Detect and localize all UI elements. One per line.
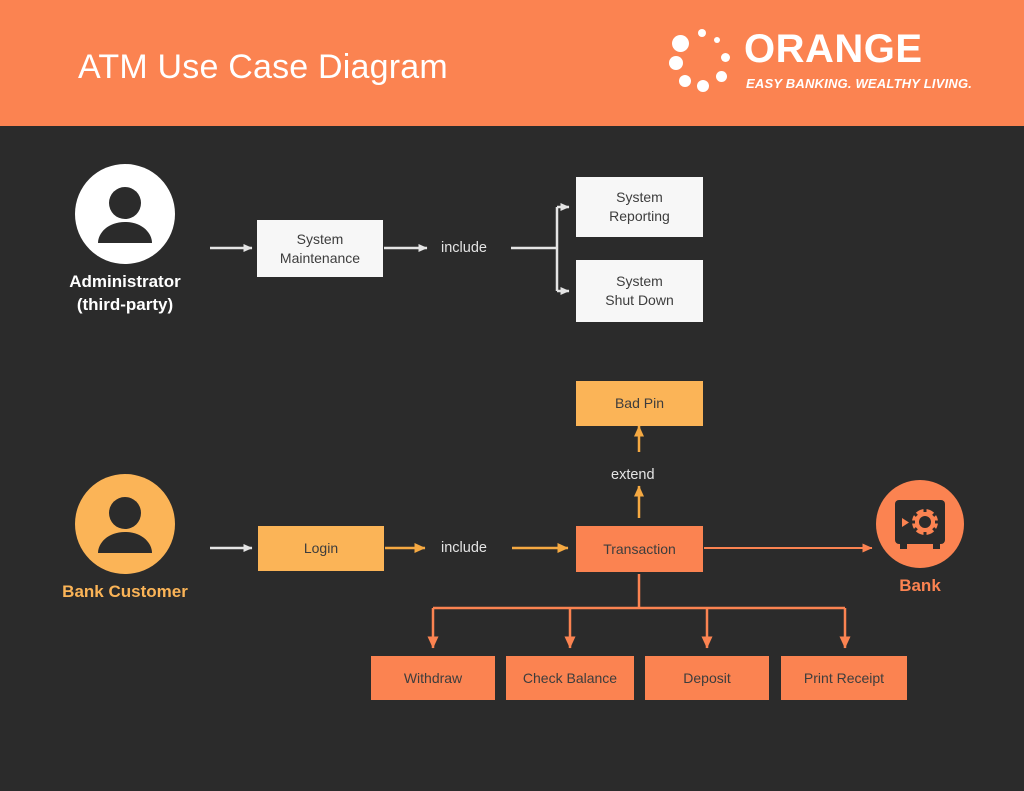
actor-administrator[interactable]: Administrator (third-party): [69, 164, 181, 324]
use-case-deposit-label: Deposit: [683, 669, 731, 686]
use-case-system-reporting-label: System Reporting: [609, 189, 670, 224]
user-icon: [98, 497, 152, 553]
diagram-canvas: Administrator (third-party) System Maint…: [0, 126, 1024, 791]
safe-vault-icon: [895, 500, 945, 549]
actor-bank-label: Bank: [899, 576, 941, 595]
use-case-check-balance-label: Check Balance: [522, 669, 618, 686]
use-case-bad-pin[interactable]: Bad Pin: [576, 381, 703, 426]
use-case-check-balance[interactable]: Check Balance: [506, 656, 634, 700]
administrator-avatar: [75, 164, 175, 264]
bank-avatar: [876, 480, 964, 568]
edge-label-extend: extend: [611, 467, 655, 483]
use-case-login[interactable]: Login: [258, 526, 384, 571]
use-case-print-receipt[interactable]: Print Receipt: [781, 656, 907, 700]
page-header: ATM Use Case Diagram ORANGE EASY BANKING…: [0, 0, 1024, 126]
use-case-system-maintenance-label: System Maintenance: [279, 230, 361, 266]
logo-wordmark: ORANGE: [744, 27, 923, 71]
edge-label-include-customer: include: [441, 540, 487, 556]
user-icon: [98, 187, 152, 243]
use-case-withdraw[interactable]: Withdraw: [371, 656, 495, 700]
diagram-connectors: [210, 203, 873, 649]
use-case-transaction-label: Transaction: [603, 540, 676, 557]
page-title: ATM Use Case Diagram: [78, 48, 448, 86]
use-case-bad-pin-label: Bad Pin: [614, 395, 665, 411]
actor-bank[interactable]: Bank: [876, 480, 964, 610]
brand-logo: ORANGE EASY BANKING. WEALTHY LIVING.: [666, 26, 972, 98]
use-case-system-shut-down[interactable]: System Shut Down: [576, 260, 703, 322]
edge-label-include-admin: include: [441, 240, 487, 256]
actor-bank-customer[interactable]: Bank Customer: [62, 474, 188, 614]
actor-administrator-label: Administrator (third-party): [69, 272, 181, 314]
use-case-system-shut-down-label: System Shut Down: [605, 273, 674, 308]
bank-customer-avatar: [75, 474, 175, 574]
actor-bank-customer-label: Bank Customer: [62, 582, 188, 601]
use-case-print-receipt-label: Print Receipt: [803, 669, 885, 686]
use-case-withdraw-label: Withdraw: [403, 669, 463, 686]
use-case-transaction[interactable]: Transaction: [576, 526, 703, 572]
use-case-deposit[interactable]: Deposit: [645, 656, 769, 700]
use-case-system-maintenance[interactable]: System Maintenance: [257, 220, 383, 277]
orange-dots-logo-icon: [666, 28, 740, 96]
use-case-system-reporting[interactable]: System Reporting: [576, 177, 703, 237]
use-case-login-label: Login: [303, 540, 339, 556]
logo-tagline: EASY BANKING. WEALTHY LIVING.: [746, 76, 973, 91]
